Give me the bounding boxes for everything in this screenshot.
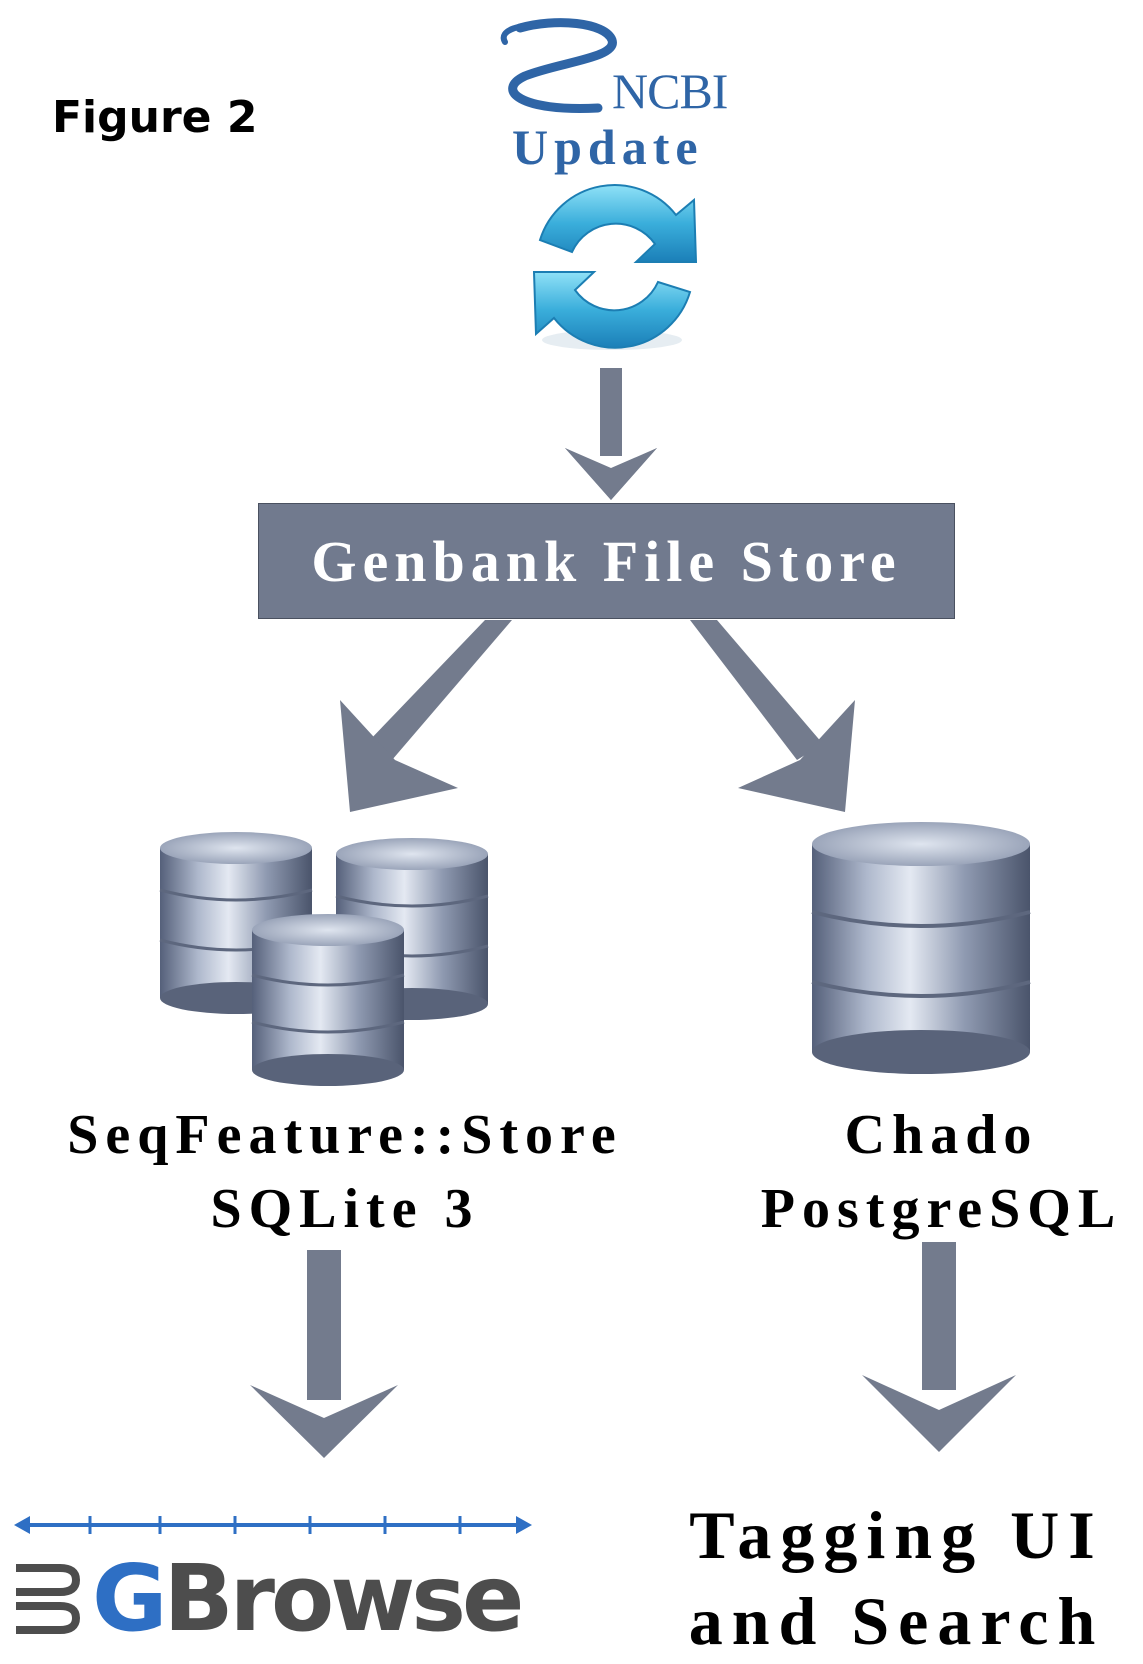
chado-db-label-line1: Chado: [844, 1104, 1039, 1166]
arrow-store-to-sqlite: [340, 620, 512, 812]
arrow-sqlite-to-gbrowse: [250, 1250, 398, 1458]
figure-label: Figure 2: [52, 92, 258, 143]
ncbi-brand: NCBI: [612, 63, 728, 119]
arrow-ncbi-to-store: [565, 368, 657, 500]
chado-db-label: Chado PostgreSQL: [740, 1098, 1143, 1246]
tagging-ui-label-line2: and Search: [688, 1583, 1105, 1659]
sqlite-db-label-line1: SeqFeature::Store: [67, 1104, 623, 1166]
tagging-ui-label-line1: Tagging UI: [689, 1497, 1104, 1573]
database-cluster-icon: [159, 832, 489, 1086]
sqlite-db-label: SeqFeature::Store SQLite 3: [0, 1098, 690, 1246]
arrow-chado-to-tagging: [862, 1242, 1016, 1452]
sqlite-db-label-line2: SQLite 3: [210, 1178, 480, 1240]
gbrowse-tracks-icon: [16, 1564, 81, 1634]
genbank-file-store-box: Genbank File Store: [258, 503, 955, 619]
ncbi-helix-icon: [500, 18, 617, 113]
gbrowse-ruler-icon: [14, 1516, 532, 1634]
database-icon: [811, 822, 1031, 1074]
ncbi-update-caption: Update: [512, 119, 704, 175]
gbrowse-logo-rest: Browse: [163, 1545, 525, 1652]
sync-icon: [532, 184, 698, 350]
database-cylinder-front: [251, 914, 405, 1086]
chado-db-label-line2: PostgreSQL: [760, 1178, 1123, 1240]
gbrowse-logo-g: G: [92, 1545, 167, 1652]
arrow-store-to-chado: [690, 620, 855, 812]
gbrowse-logo-text: GBrowse: [92, 1545, 525, 1652]
genbank-file-store-label: Genbank File Store: [311, 528, 902, 594]
tagging-ui-label: Tagging UI and Search: [650, 1492, 1143, 1664]
